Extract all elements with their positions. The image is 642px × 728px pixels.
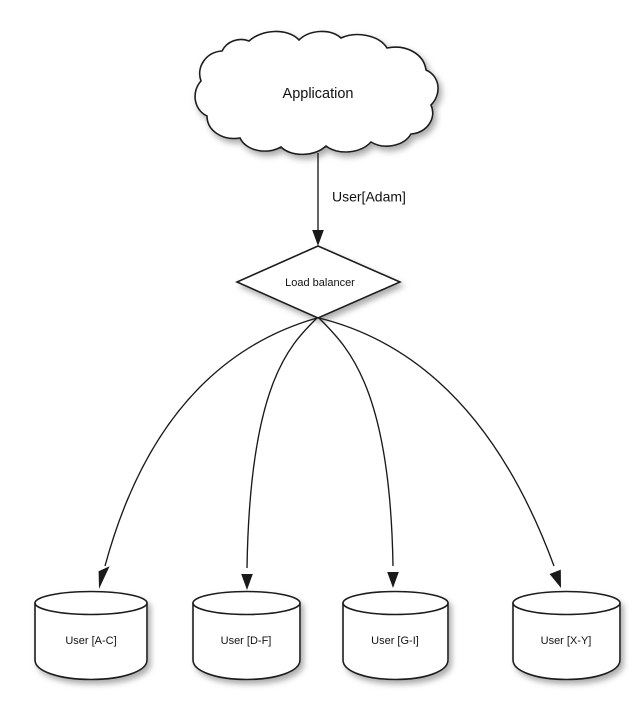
node-database-4[interactable]: User [X-Y] — [512, 590, 621, 681]
database-1-body — [34, 602, 148, 681]
database-2-label: User [D-F] — [221, 635, 272, 647]
edge-lb-to-db-4 — [318, 317, 561, 588]
node-load-balancer[interactable]: Load balancer — [235, 245, 402, 319]
edge-app-to-lb-arrowhead — [312, 230, 324, 246]
node-application[interactable]: Application — [194, 30, 439, 156]
edge-app-to-lb-label: User[Adam] — [332, 189, 406, 205]
edge-lb-to-db-2-line — [246, 317, 318, 569]
database-3-top — [342, 590, 449, 616]
edge-lb-to-db-1-line — [104, 317, 318, 567]
edge-lb-to-db-1-arrowhead — [98, 566, 110, 589]
edge-lb-to-db-2-arrowhead — [241, 574, 253, 590]
edge-app-to-lb: User[Adam] — [312, 153, 406, 246]
database-1-top — [34, 590, 148, 616]
database-3-body — [342, 602, 449, 681]
database-1-label: User [A-C] — [65, 635, 116, 647]
database-4-body — [512, 602, 621, 681]
application-label: Application — [283, 86, 354, 102]
node-database-2[interactable]: User [D-F] — [192, 590, 301, 681]
load-balancer-label: Load balancer — [285, 277, 355, 289]
database-2-top — [192, 590, 301, 616]
edge-lb-to-db-1 — [98, 317, 318, 589]
node-database-3[interactable]: User [G-I] — [342, 590, 449, 681]
edge-lb-to-db-2 — [241, 317, 318, 590]
edge-lb-to-db-4-line — [318, 317, 555, 567]
edge-lb-to-db-3 — [318, 317, 399, 588]
database-4-top — [512, 590, 621, 616]
diamond-shape — [235, 245, 402, 319]
database-3-label: User [G-I] — [371, 635, 419, 647]
node-database-1[interactable]: User [A-C] — [34, 590, 148, 681]
database-4-label: User [X-Y] — [541, 635, 592, 647]
cloud-shape — [194, 30, 439, 156]
edge-lb-to-db-4-arrowhead — [549, 569, 561, 588]
database-2-body — [192, 602, 301, 681]
edge-lb-to-db-3-arrowhead — [387, 572, 399, 588]
edge-lb-to-db-3-line — [318, 317, 394, 567]
